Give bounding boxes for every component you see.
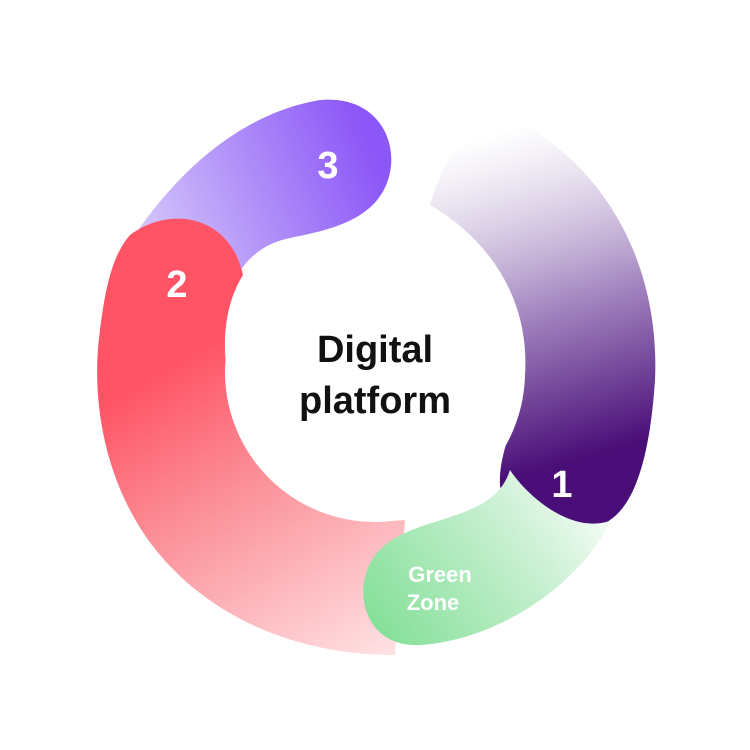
center-circle bbox=[225, 222, 525, 522]
segment-2 bbox=[97, 218, 405, 655]
green-zone-label-line1: Green bbox=[408, 562, 472, 587]
center-title-line2: platform bbox=[299, 380, 451, 422]
green-zone-label-line2: Zone bbox=[407, 590, 460, 615]
segment-1 bbox=[430, 110, 656, 533]
center-title-line1: Digital bbox=[317, 329, 433, 371]
segment-3-label: 3 bbox=[317, 145, 338, 187]
segment-2-label: 2 bbox=[166, 264, 187, 306]
segment-green-zone bbox=[363, 470, 612, 646]
segment-1-label: 1 bbox=[551, 464, 572, 506]
